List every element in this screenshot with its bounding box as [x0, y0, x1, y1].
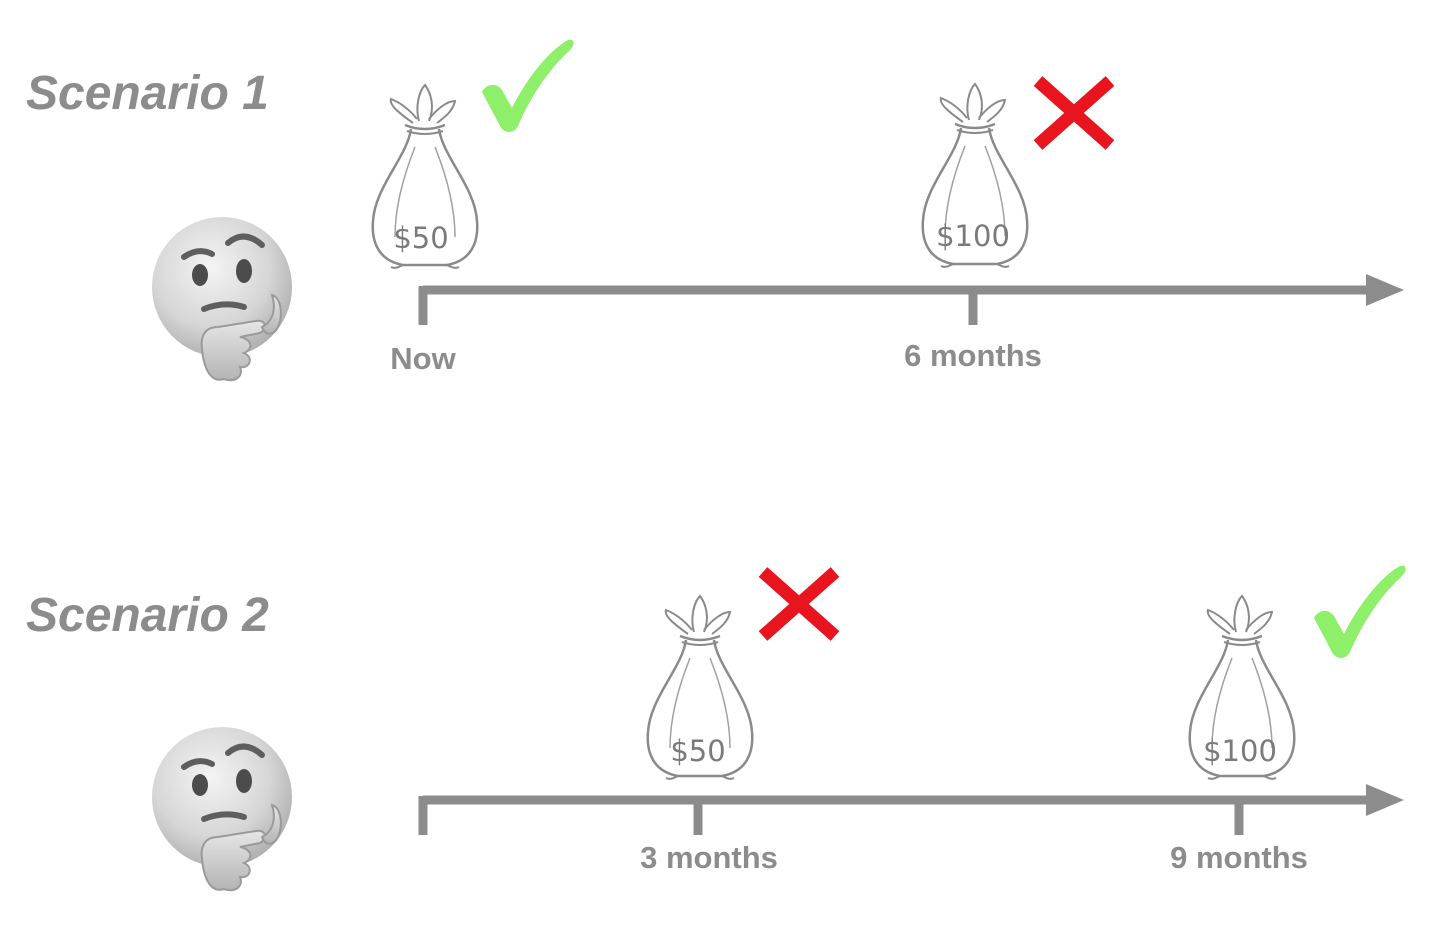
- thinking-face-icon: [152, 727, 292, 890]
- tick-label-3-months: 3 months: [640, 840, 778, 875]
- check-icon: [482, 39, 574, 132]
- tick-label-9-months: 9 months: [1170, 840, 1308, 875]
- money-bag-icon: $50: [646, 594, 754, 781]
- scenario-2: $50 $100: [152, 566, 1406, 891]
- thinking-face-icon: [152, 217, 292, 380]
- scenario-2-title: Scenario 2: [26, 589, 269, 642]
- money-bag-icon: $50: [371, 83, 479, 270]
- money-bag-icon: $100: [1188, 594, 1296, 781]
- money-bag-icon: $100: [921, 82, 1029, 269]
- bag-amount-label: $100: [936, 219, 1010, 253]
- timeline-arrowhead: [1366, 274, 1404, 306]
- scenario-1: $50 $100: [152, 39, 1404, 381]
- tick-label-now: Now: [390, 341, 456, 376]
- check-icon: [1314, 565, 1406, 658]
- scenario-1-title: Scenario 1: [26, 67, 269, 120]
- bag-amount-label: $50: [670, 734, 725, 768]
- bag-amount-label: $100: [1203, 734, 1277, 768]
- tick-label-6-months: 6 months: [904, 338, 1042, 373]
- bag-amount-label: $50: [393, 221, 448, 255]
- timeline-arrowhead: [1366, 784, 1404, 816]
- cross-icon: [1038, 81, 1110, 145]
- cross-icon: [763, 572, 835, 636]
